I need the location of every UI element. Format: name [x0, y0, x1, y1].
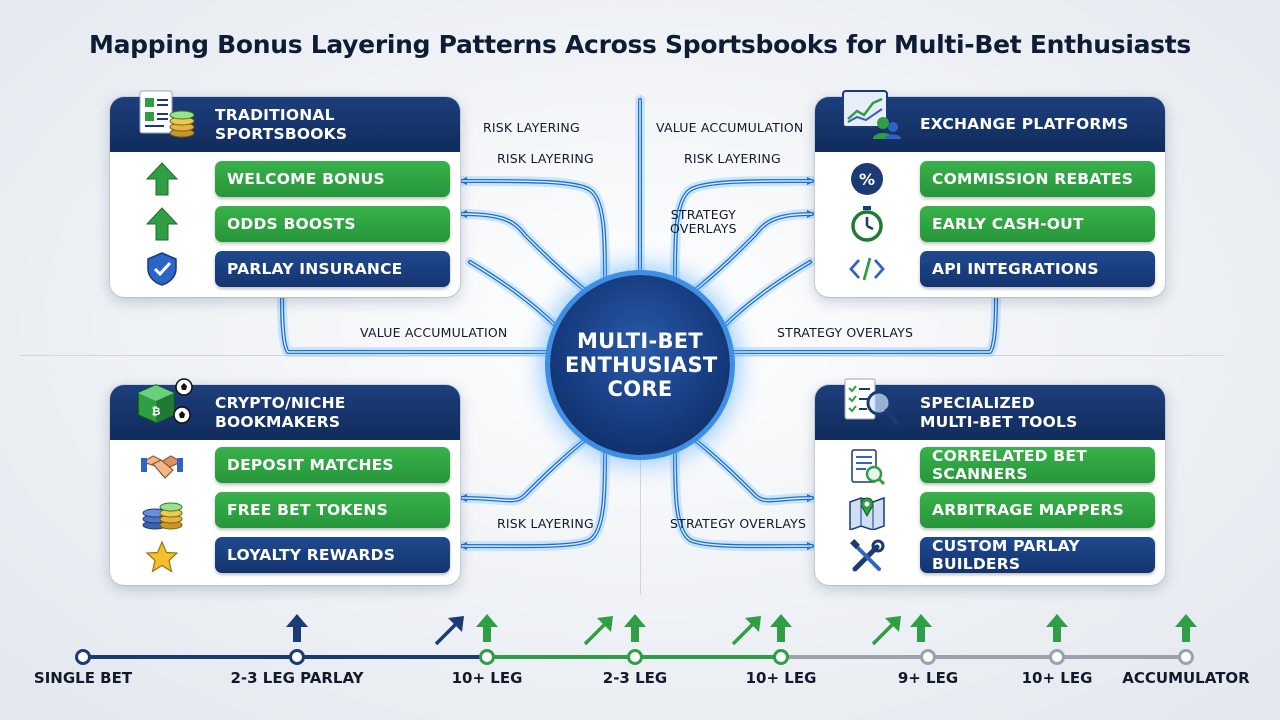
up-arrow-icon — [286, 614, 308, 642]
timeline-node — [1178, 649, 1194, 665]
connector-line — [719, 261, 811, 331]
chart-users-icon — [839, 89, 901, 141]
document-coins-icon — [134, 89, 196, 141]
timeline-stop-label: ACCUMULATOR — [1122, 669, 1250, 687]
bonus-pill-loyalty-rewards: LOYALTY REWARDS — [215, 537, 450, 573]
flow-label-value-accumulation: VALUE ACCUMULATION — [360, 325, 508, 340]
up-arrow-icon — [624, 614, 646, 642]
panel-crypto-niche-bookmakers: ₿ CRYPTO/NICHE BOOKMAKERS DEPOSIT MATCHE… — [110, 378, 460, 585]
map-pin-icon — [845, 492, 889, 532]
flow-label-strategy-overlays: STRATEGY OVERLAYS — [670, 516, 807, 531]
svg-text:₿: ₿ — [152, 405, 161, 418]
bonus-pill-custom-parlay-builders: CUSTOM PARLAY BUILDERS — [920, 537, 1155, 573]
flow-label-risk-layering: RISK LAYERING — [497, 516, 594, 531]
connector-line — [469, 261, 561, 331]
trend-arrow-icon — [434, 616, 464, 646]
connector-line — [724, 294, 997, 353]
up-arrow-icon — [140, 204, 184, 244]
timeline-node — [773, 649, 789, 665]
timeline-stop-label: 2-3 LEG — [602, 669, 668, 687]
checklist-magnifier-icon — [839, 377, 901, 429]
connector-line — [461, 439, 586, 502]
page-title: Mapping Bonus Layering Patterns Across S… — [89, 30, 1191, 59]
percent-icon: % — [845, 159, 889, 199]
panel-title: CRYPTO/NICHE BOOKMAKERS — [215, 393, 346, 431]
flow-label-risk-layering: RISK LAYERING — [684, 151, 781, 166]
panel-title: EXCHANGE PLATFORMS — [920, 115, 1129, 134]
bonus-pill-deposit-matches: DEPOSIT MATCHES — [215, 447, 450, 483]
multi-bet-core-hub: MULTI-BET ENTHUSIAST CORE — [550, 275, 730, 455]
connector-line — [694, 439, 813, 502]
timeline-node — [920, 649, 936, 665]
flow-label-risk-layering: RISK LAYERING — [483, 120, 580, 135]
flow-label-value-accumulation: VALUE ACCUMULATION — [656, 120, 804, 135]
wrench-tools-icon — [845, 537, 889, 577]
bonus-pill-correlated-bet-scanners: CORRELATED BET SCANNERS — [920, 447, 1155, 483]
bonus-pill-commission-rebates: COMMISSION REBATES — [920, 161, 1155, 197]
panel-specialized-multi-bet-tools: SPECIALIZED MULTI-BET TOOLS CORRELATED B… — [815, 378, 1165, 585]
timeline-stop-label: 10+ LEG — [745, 669, 817, 687]
bonus-pill-arbitrage-mappers: ARBITRAGE MAPPERS — [920, 492, 1155, 528]
up-arrow-icon — [1046, 614, 1068, 642]
timeline-stop-label: 2-3 LEG PARLAY — [230, 669, 364, 687]
bonus-pill-free-bet-tokens: FREE BET TOKENS — [215, 492, 450, 528]
trend-arrow-icon — [583, 616, 613, 646]
panel-traditional-sportsbooks: TRADITIONAL SPORTSBOOKS WELCOME BONUS OD… — [110, 90, 460, 297]
bonus-pill-welcome-bonus: WELCOME BONUS — [215, 161, 450, 197]
connector-line — [461, 180, 606, 279]
timeline-stop-label: 10+ LEG — [1021, 669, 1093, 687]
timeline-stop-label: 9+ LEG — [897, 669, 959, 687]
connector-line — [281, 294, 556, 353]
trend-arrow-icon — [731, 616, 761, 646]
connector-line — [674, 451, 813, 547]
timeline-node — [1049, 649, 1065, 665]
timeline-node — [479, 649, 495, 665]
bonus-pill-early-cash-out: EARLY CASH-OUT — [920, 206, 1155, 242]
panel-title: TRADITIONAL SPORTSBOOKS — [215, 105, 348, 143]
token-stack-icon — [140, 492, 184, 532]
flow-label-risk-layering: RISK LAYERING — [497, 151, 594, 166]
bonus-pill-api-integrations: API INTEGRATIONS — [920, 251, 1155, 287]
crypto-cube-icon: ₿ — [134, 377, 196, 429]
scanner-doc-icon — [845, 447, 889, 487]
bonus-pill-parlay-insurance: PARLAY INSURANCE — [215, 251, 450, 287]
timeline-stop-label: 10+ LEG — [451, 669, 523, 687]
shield-check-icon — [140, 249, 184, 289]
connector-line — [694, 213, 813, 291]
connector-line — [674, 180, 813, 279]
timeline-node — [75, 649, 91, 665]
up-arrow-icon — [140, 159, 184, 199]
code-icon — [845, 249, 889, 289]
up-arrow-icon — [476, 614, 498, 642]
up-arrow-icon — [910, 614, 932, 642]
bonus-pill-odds-boosts: ODDS BOOSTS — [215, 206, 450, 242]
panel-exchange-platforms: EXCHANGE PLATFORMS % COMMISSION REBATES … — [815, 90, 1165, 297]
trend-arrow-icon — [871, 616, 901, 646]
stopwatch-icon — [845, 204, 889, 244]
flow-label-strategy-overlays: STRATEGY OVERLAYS — [777, 325, 914, 340]
svg-text:%: % — [859, 170, 875, 189]
timeline-node — [289, 649, 305, 665]
handshake-icon — [140, 447, 184, 487]
hub-label: MULTI-BET ENTHUSIAST CORE — [565, 328, 718, 402]
panel-title: SPECIALIZED MULTI-BET TOOLS — [920, 393, 1078, 431]
star-icon — [140, 537, 184, 577]
connector-line — [461, 213, 586, 291]
connector-line — [461, 451, 606, 547]
timeline-stop-label: SINGLE BET — [33, 669, 133, 687]
flow-label-strategy-overlays: STRATEGY OVERLAYS — [670, 207, 737, 237]
up-arrow-icon — [770, 614, 792, 642]
timeline-node — [627, 649, 643, 665]
up-arrow-icon — [1175, 614, 1197, 642]
